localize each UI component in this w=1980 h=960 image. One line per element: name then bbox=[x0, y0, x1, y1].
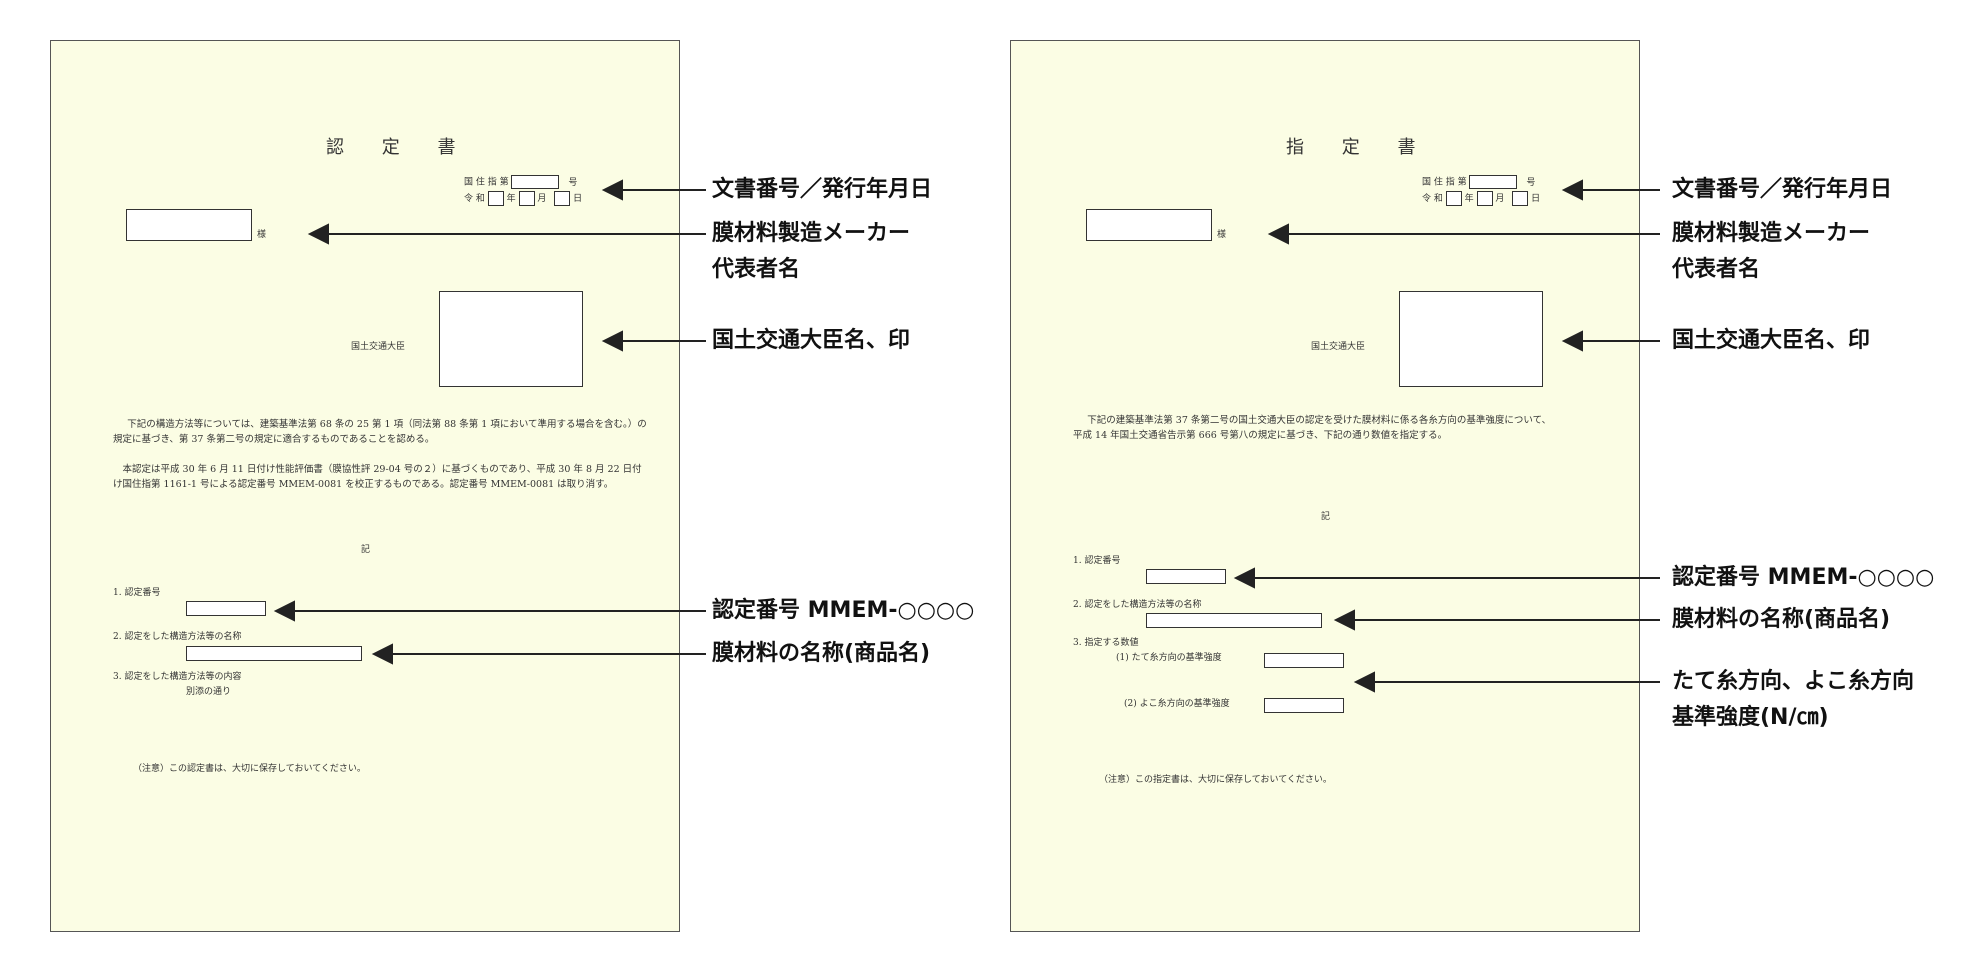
issue-number-prefix: 国 住 指 第 bbox=[1422, 177, 1467, 188]
annotation-maker-line1: 膜材料製造メーカー bbox=[712, 221, 911, 246]
arrow-head bbox=[1333, 609, 1355, 631]
minister-label: 国土交通大臣 bbox=[1311, 342, 1366, 352]
issue-date-era: 令 和 bbox=[1422, 194, 1443, 204]
annotation-material-name: 膜材料の名称(商品名) bbox=[712, 641, 931, 666]
certificate-document: 認 定 書 国 住 指 第 号 令 和 年 月 日 様 国土交通大臣 下記の構造… bbox=[50, 40, 680, 932]
arrow-head bbox=[371, 643, 393, 665]
annotation-maker-line2: 代表者名 bbox=[1672, 257, 1761, 282]
arrow-head bbox=[1233, 567, 1255, 589]
issue-date-era: 令 和 bbox=[464, 194, 485, 204]
issue-date-line: 令 和 年 月 日 bbox=[464, 191, 582, 206]
issue-date-month: 月 bbox=[1495, 194, 1505, 204]
issue-date-day: 日 bbox=[573, 194, 583, 204]
document-title: 指 定 書 bbox=[1286, 137, 1432, 158]
annotation-material-name: 膜材料の名称(商品名) bbox=[1672, 607, 1891, 632]
annotation-cert-number: 認定番号 MMEM-○○○○ bbox=[1672, 565, 1935, 590]
item-1-label: 1. 認定番号 bbox=[1073, 556, 1121, 566]
annotation-minister-seal: 国土交通大臣名、印 bbox=[712, 328, 911, 353]
weft-strength-field[interactable] bbox=[1264, 698, 1344, 713]
addressee-suffix: 様 bbox=[1217, 230, 1227, 240]
designation-document: 指 定 書 国 住 指 第 号 令 和 年 月 日 様 国土交通大臣 下記の建築… bbox=[1010, 40, 1640, 932]
note: （注意）この認定書は、大切に保存しておいてください。 bbox=[133, 764, 366, 774]
addressee-suffix: 様 bbox=[257, 230, 267, 240]
cert-number-field[interactable] bbox=[1146, 569, 1226, 584]
issue-number-suffix: 号 bbox=[1526, 177, 1536, 188]
issue-number-line: 国 住 指 第 号 bbox=[1422, 175, 1535, 190]
item-3-sub1: (1) たて糸方向の基準強度 bbox=[1116, 653, 1222, 663]
arrow-head bbox=[1561, 179, 1583, 201]
issue-number-field[interactable] bbox=[511, 175, 560, 189]
arrow-head bbox=[1353, 671, 1375, 693]
issue-day-field[interactable] bbox=[1512, 191, 1529, 206]
annotation-cert-number: 認定番号 MMEM-○○○○ bbox=[712, 598, 975, 623]
item-3-sub2: (2) よこ糸方向の基準強度 bbox=[1124, 699, 1230, 709]
issue-number-field[interactable] bbox=[1469, 175, 1518, 189]
minister-label: 国土交通大臣 bbox=[351, 342, 406, 352]
item-2-label: 2. 認定をした構造方法等の名称 bbox=[1073, 600, 1202, 610]
note: （注意）この指定書は、大切に保存しておいてください。 bbox=[1099, 775, 1332, 785]
issue-number-prefix: 国 住 指 第 bbox=[464, 177, 509, 188]
issue-year-field[interactable] bbox=[1445, 191, 1462, 206]
arrow-head bbox=[601, 330, 623, 352]
issue-number-line: 国 住 指 第 号 bbox=[464, 175, 577, 190]
addressee-field[interactable] bbox=[126, 209, 252, 241]
issue-date-year: 年 bbox=[506, 194, 516, 204]
issue-number-suffix: 号 bbox=[568, 177, 578, 188]
arrow-head bbox=[1561, 330, 1583, 352]
item-2-label: 2. 認定をした構造方法等の名称 bbox=[113, 632, 242, 642]
arrow-head bbox=[1267, 223, 1289, 245]
material-name-field[interactable] bbox=[1146, 613, 1322, 628]
issue-year-field[interactable] bbox=[487, 191, 504, 206]
item-3-label: 3. 認定をした構造方法等の内容 bbox=[113, 672, 242, 682]
document-title: 認 定 書 bbox=[326, 137, 472, 158]
addressee-field[interactable] bbox=[1086, 209, 1212, 241]
item-3-label: 3. 指定する数値 bbox=[1073, 638, 1139, 648]
annotation-doc-number-date: 文書番号／発行年月日 bbox=[1672, 177, 1893, 202]
ki-heading: 記 bbox=[361, 545, 371, 555]
item-1-label: 1. 認定番号 bbox=[113, 588, 161, 598]
issue-date-year: 年 bbox=[1464, 194, 1474, 204]
annotation-maker-line1: 膜材料製造メーカー bbox=[1672, 221, 1871, 246]
minister-seal-box bbox=[439, 291, 583, 387]
annotation-minister-seal: 国土交通大臣名、印 bbox=[1672, 328, 1871, 353]
body-paragraph-1: 下記の建築基準法第 37 条第二号の国土交通大臣の認定を受けた膜材料に係る各糸方… bbox=[1073, 415, 1552, 441]
cert-number-field[interactable] bbox=[186, 601, 266, 616]
material-name-field[interactable] bbox=[186, 646, 362, 661]
body-paragraph-1: 下記の構造方法等については、建築基準法第 68 条の 25 第 1 項（同法第 … bbox=[113, 419, 647, 445]
annotation-strength-line2: 基準強度(N/㎝) bbox=[1672, 705, 1829, 730]
annotation-doc-number-date: 文書番号／発行年月日 bbox=[712, 177, 933, 202]
minister-seal-box bbox=[1399, 291, 1543, 387]
issue-date-line: 令 和 年 月 日 bbox=[1422, 191, 1540, 206]
issue-month-field[interactable] bbox=[1476, 191, 1493, 206]
issue-date-month: 月 bbox=[537, 194, 547, 204]
issue-day-field[interactable] bbox=[554, 191, 571, 206]
arrow-head bbox=[273, 600, 295, 622]
body-paragraph-2: 本認定は平成 30 年 6 月 11 日付け性能評価書（膜協性評 29-04 号… bbox=[113, 464, 642, 490]
annotation-strength-line1: たて糸方向、よこ糸方向 bbox=[1672, 669, 1915, 694]
item-3-detail: 別添の通り bbox=[186, 687, 232, 697]
warp-strength-field[interactable] bbox=[1264, 653, 1344, 668]
ki-heading: 記 bbox=[1321, 512, 1331, 522]
issue-month-field[interactable] bbox=[518, 191, 535, 206]
arrow-head bbox=[307, 223, 329, 245]
annotation-maker-line2: 代表者名 bbox=[712, 257, 801, 282]
arrow-head bbox=[601, 179, 623, 201]
issue-date-day: 日 bbox=[1531, 194, 1541, 204]
